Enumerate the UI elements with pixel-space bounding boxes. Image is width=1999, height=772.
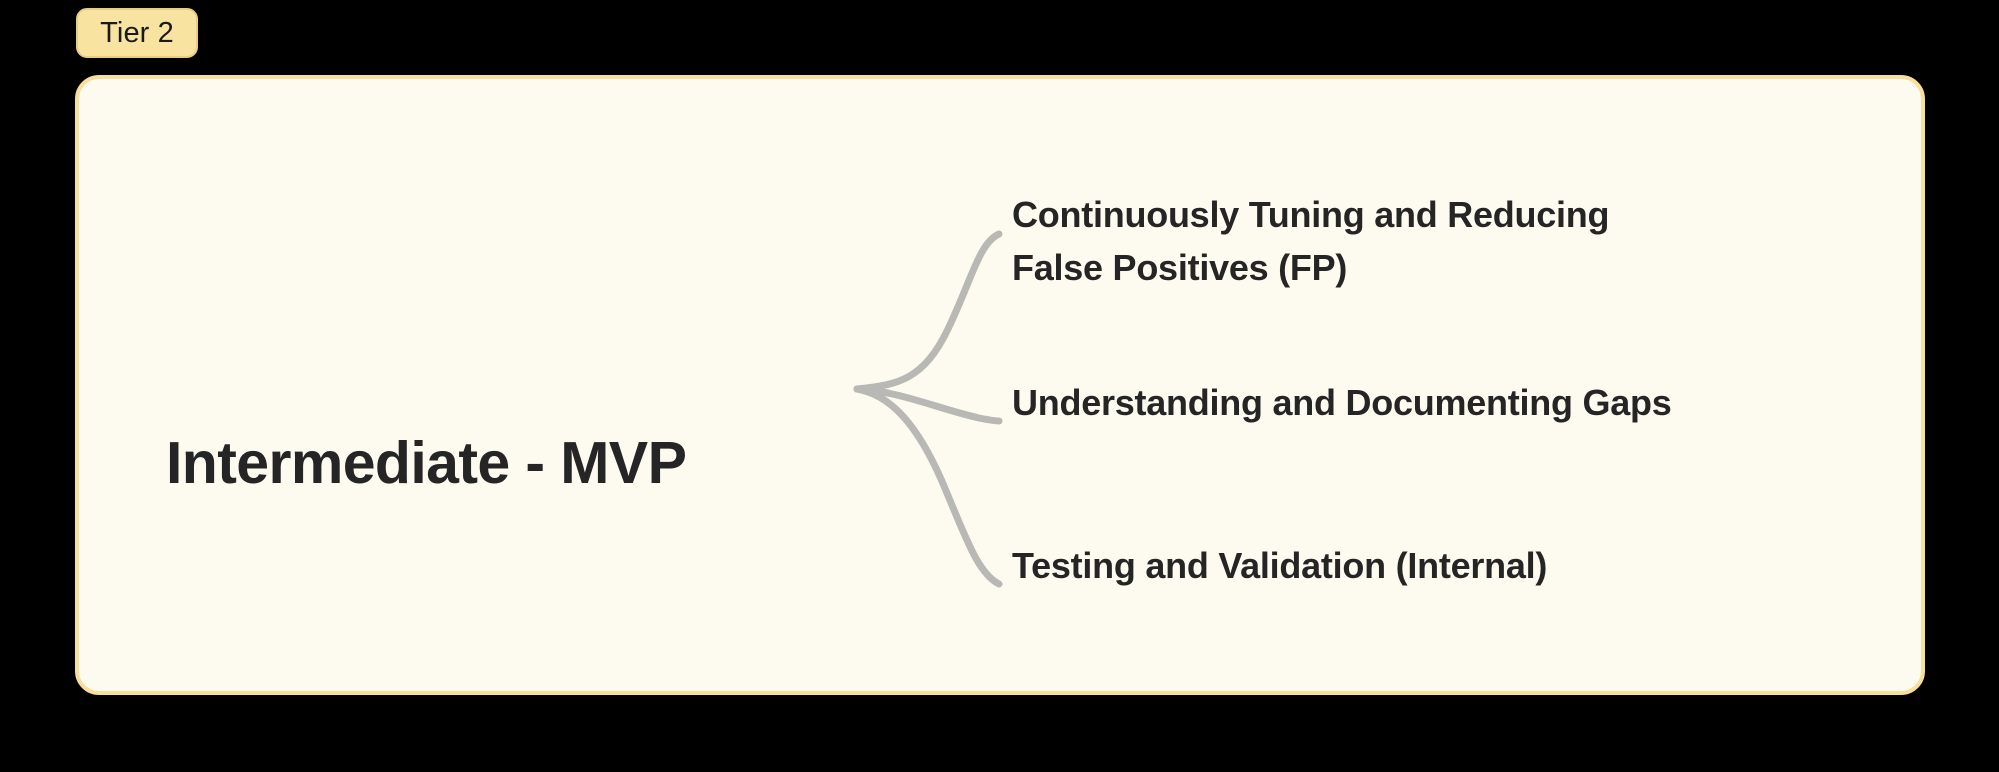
- root-node[interactable]: Intermediate - MVP: [166, 420, 687, 508]
- connector-branch-3: [853, 385, 1003, 588]
- branch-node-2[interactable]: Understanding and Documenting Gaps: [1012, 377, 1672, 430]
- connector-branch-2: [853, 385, 1003, 425]
- tier-badge-label: Tier 2: [100, 16, 174, 49]
- mindmap-inner: Intermediate - MVP Continuously Tuning a…: [79, 79, 1921, 691]
- branch-node-3-label: Testing and Validation (Internal): [1012, 545, 1548, 586]
- root-node-label: Intermediate - MVP: [166, 430, 687, 497]
- mindmap-card: Intermediate - MVP Continuously Tuning a…: [75, 75, 1925, 695]
- tier-badge[interactable]: Tier 2: [76, 8, 198, 58]
- branch-node-1[interactable]: Continuously Tuning and Reducing False P…: [1012, 189, 1610, 295]
- branch-node-1-label: Continuously Tuning and Reducing False P…: [1012, 194, 1610, 288]
- branch-node-3[interactable]: Testing and Validation (Internal): [1012, 540, 1547, 593]
- connector-branch-1: [853, 230, 1003, 393]
- branch-node-2-label: Understanding and Documenting Gaps: [1012, 382, 1672, 423]
